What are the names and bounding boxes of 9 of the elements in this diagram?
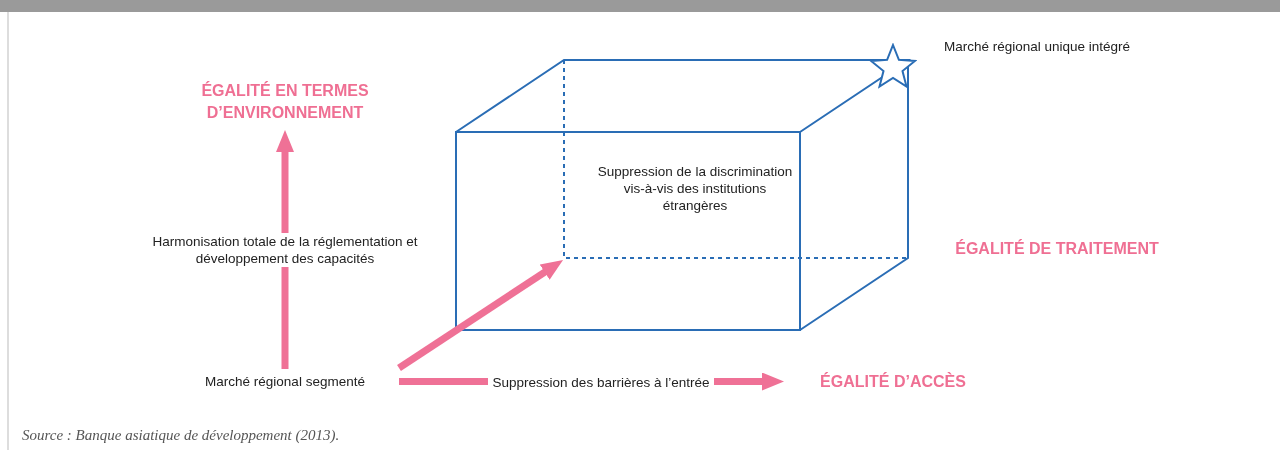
source-note: Source : Banque asiatique de développement (2013).	[22, 427, 340, 444]
dimension-label: ÉGALITÉ DE TRAITEMENT	[954, 238, 1160, 259]
start-label: Marché régional segmenté	[175, 373, 395, 390]
star-caption: Marché régional unique intégré	[944, 38, 1132, 55]
face-label: Suppression de la discrimination vis-à-vis des institutions étrangères	[596, 163, 794, 214]
goal-label: ÉGALITÉ D’ACCÈS	[788, 371, 998, 393]
star-shape	[869, 43, 917, 89]
arrow	[397, 260, 564, 371]
goal-label: ÉGALITÉ EN TERMES D’ENVIRONNEMENT	[125, 80, 445, 124]
